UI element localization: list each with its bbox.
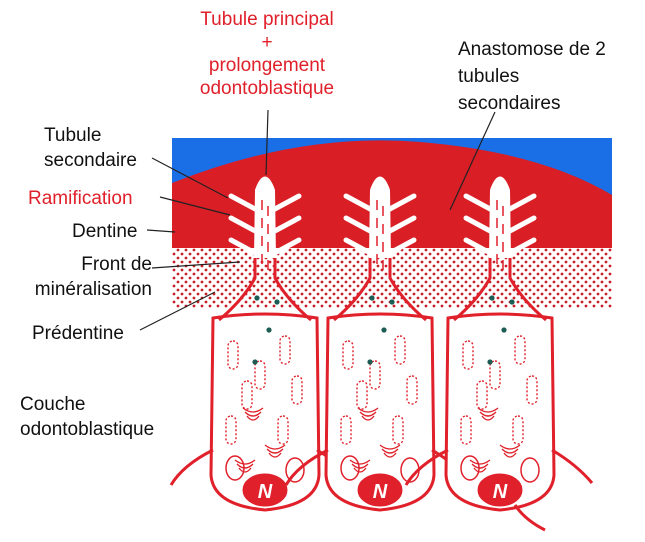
- granule: [252, 359, 257, 364]
- mineralisation-line-1: Front de: [22, 252, 152, 277]
- main-tubule-label: Tubule principal + prolongement odontobl…: [192, 8, 342, 100]
- main-process: [490, 178, 510, 259]
- secondary-tubule-line-1: Tubule: [44, 123, 137, 148]
- granule: [266, 327, 271, 332]
- granule: [509, 299, 514, 304]
- dentine-label: Dentine: [72, 220, 138, 243]
- anastomose-line-1: Anastomose de 2: [458, 36, 606, 63]
- main-tubule-line-2: +: [192, 31, 342, 54]
- leader-dentine: [147, 230, 175, 232]
- cell-tail: [515, 505, 545, 530]
- predentine-layer: [172, 248, 612, 308]
- odontoblast-line-1: Couche: [20, 392, 154, 417]
- granule: [501, 327, 506, 332]
- main-process: [255, 178, 275, 259]
- granule: [369, 295, 374, 300]
- cell-foot: [171, 450, 213, 485]
- granule: [489, 295, 494, 300]
- mineralisation-front-label: Front de minéralisation: [22, 252, 152, 302]
- mineralisation-line-2: minéralisation: [22, 277, 152, 302]
- granule: [487, 359, 492, 364]
- granule: [254, 295, 259, 300]
- secondary-tubule-line-2: secondaire: [44, 148, 137, 173]
- odontoblast-layer-label: Couche odontoblastique: [20, 392, 154, 442]
- ramification-label: Ramification: [28, 187, 133, 210]
- cell-foot: [552, 450, 592, 483]
- predentine-label: Prédentine: [32, 322, 124, 345]
- nucleus-letter: N: [493, 481, 508, 503]
- secondary-tubule-label: Tubule secondaire: [44, 123, 137, 173]
- main-process: [370, 178, 390, 259]
- main-tubule-line-4: odontoblastique: [192, 77, 342, 100]
- granule: [367, 359, 372, 364]
- main-tubule-line-3: prolongement: [192, 54, 342, 77]
- main-tubule-line-1: Tubule principal: [192, 8, 342, 31]
- nucleus-letter: N: [258, 481, 273, 503]
- granule: [389, 299, 394, 304]
- granule: [381, 327, 386, 332]
- granule: [274, 299, 279, 304]
- odontoblast-line-2: odontoblastique: [20, 417, 154, 442]
- anastomose-line-2: tubules: [458, 63, 606, 90]
- anastomose-line-3: secondaires: [458, 90, 606, 117]
- anastomose-label: Anastomose de 2 tubules secondaires: [458, 36, 606, 117]
- nucleus-letter: N: [373, 481, 388, 503]
